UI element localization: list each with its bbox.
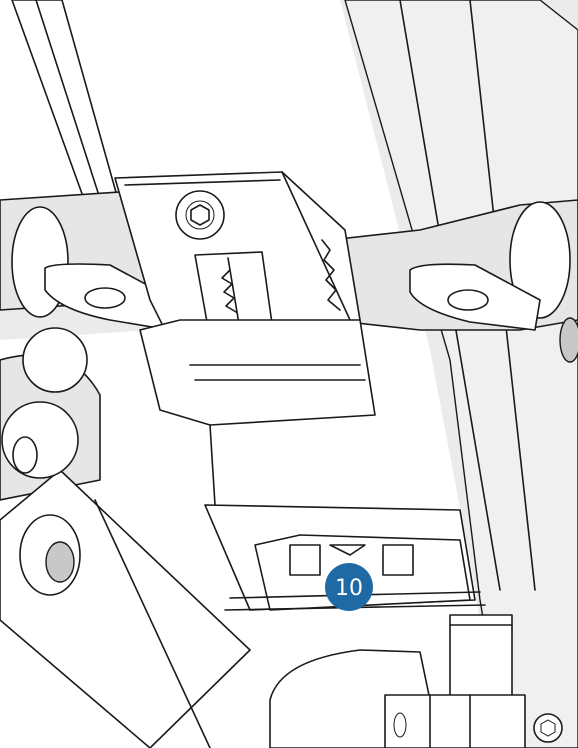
vertical-post: [269, 614, 563, 748]
callout-circle: [325, 563, 373, 611]
mount-tabs: [44, 263, 541, 331]
callout-number: 10: [335, 576, 363, 601]
clamp-block: [139, 319, 376, 506]
left-frame-arm: [0, 327, 251, 748]
callout-marker: 10: [325, 563, 373, 611]
